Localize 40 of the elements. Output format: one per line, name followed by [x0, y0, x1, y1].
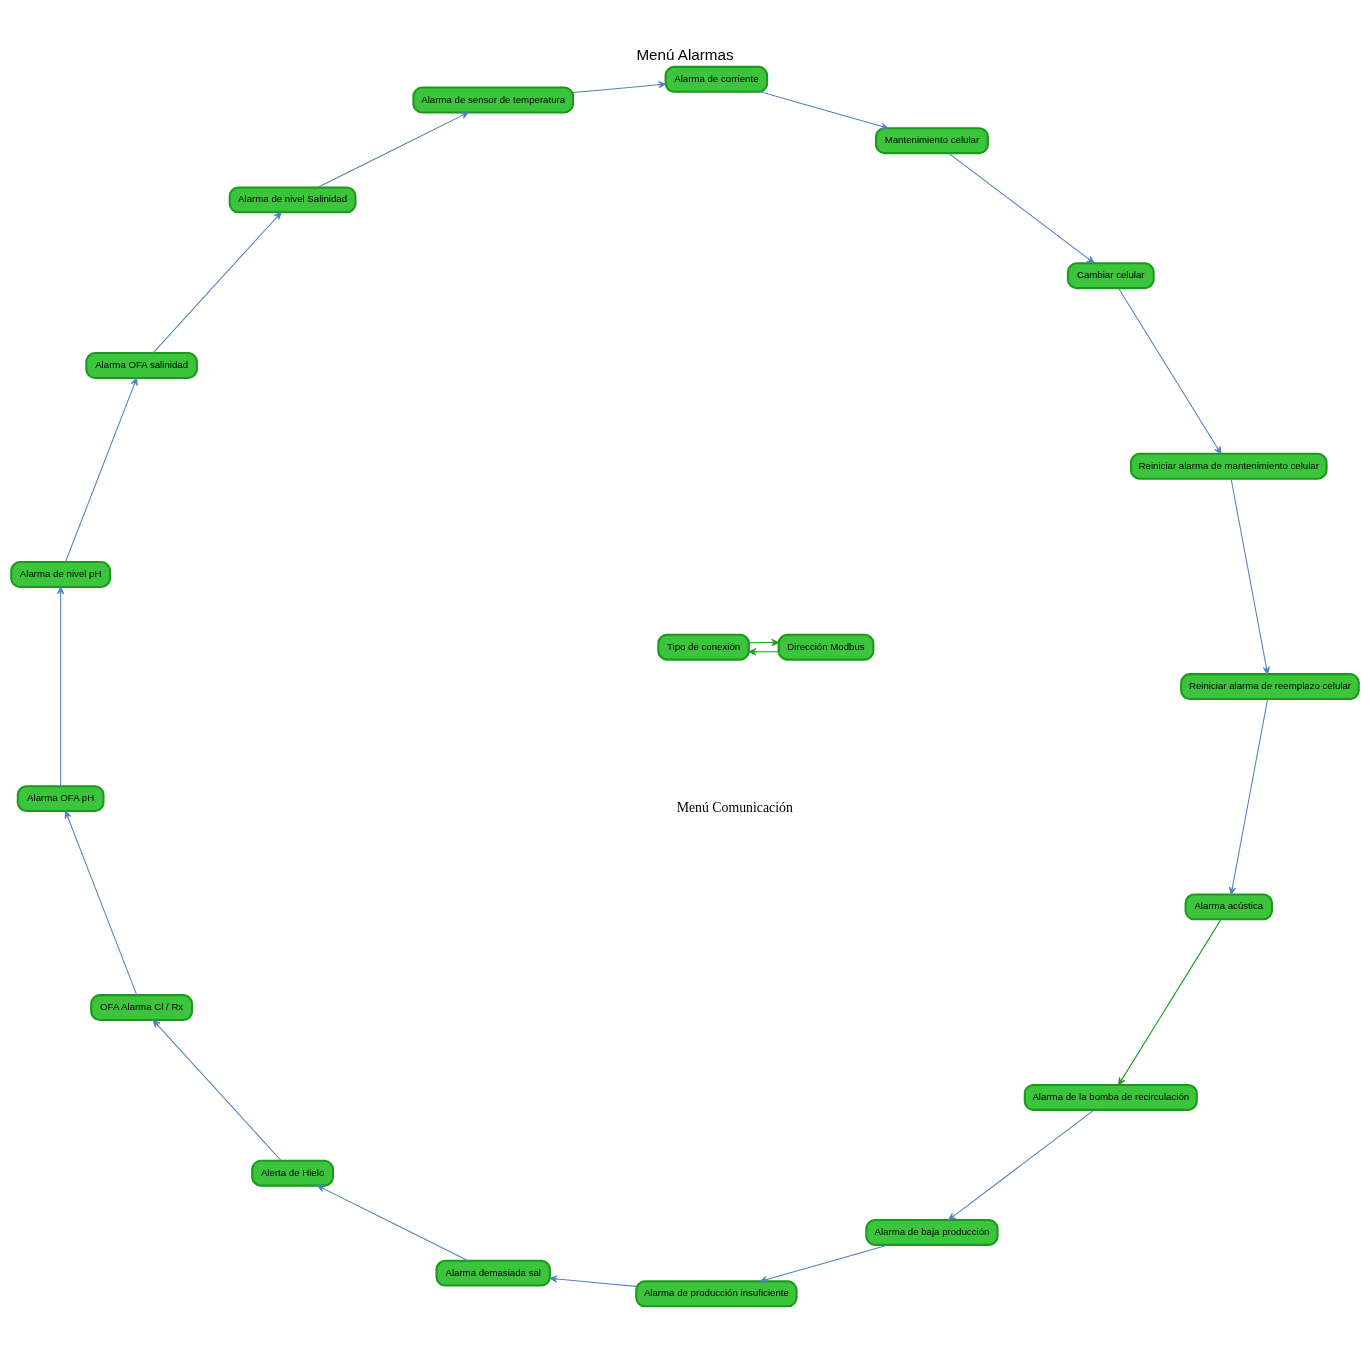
arrow — [759, 91, 889, 130]
arrow — [549, 1275, 637, 1287]
node-box: Mantenimiento celular — [874, 127, 989, 155]
node-box: Reiniciar alarma de mantenimiento celular — [1129, 452, 1328, 480]
arrow — [1228, 698, 1269, 895]
arrow — [748, 638, 780, 647]
node-box: Alerta de Hielo — [251, 1159, 335, 1187]
arrow — [317, 111, 469, 188]
arrow — [1230, 478, 1270, 675]
node-box: Alarma OFA salinidad — [85, 352, 198, 379]
label: Menú Comunicación — [676, 800, 793, 816]
arrow — [64, 810, 138, 996]
node-box: Alarma de la bomba de recirculación — [1023, 1083, 1198, 1111]
diagram-title: Menú Alarmas — [636, 45, 734, 63]
arrow — [152, 211, 282, 354]
node-box: Alarma de producción insuficiente — [635, 1280, 798, 1308]
arrow — [57, 586, 65, 787]
node-box: Alarma de baja producción — [865, 1219, 999, 1246]
arrow — [1118, 287, 1222, 455]
node-box: OFA Alarma Cl / Rx — [90, 994, 194, 1022]
node-box: Alarma demasiada sal — [435, 1259, 551, 1287]
node-box: Alarma de sensor de temperatura — [412, 86, 575, 114]
node-box: Alarma OFA pH — [16, 785, 105, 813]
arrow — [572, 81, 666, 94]
node-box: Cambiar celular — [1066, 262, 1155, 290]
arrow — [64, 377, 138, 563]
node-box: Dirección Modbus — [777, 633, 875, 661]
arrow — [748, 648, 780, 656]
node-box: Alarma de nivel Salinidad — [228, 186, 357, 214]
arrow — [948, 1109, 1095, 1221]
node-box: Alarma de nivel pH — [10, 561, 112, 588]
arrow — [759, 1244, 889, 1283]
arrow — [1118, 918, 1222, 1086]
node-box: Alarma de corriente — [664, 65, 769, 93]
arrow — [317, 1185, 469, 1262]
arrow — [947, 152, 1095, 264]
node-box: Reiniciar alarma de reemplazo celular — [1180, 673, 1360, 701]
node-box: Alarma acústica — [1184, 893, 1273, 921]
arrow — [152, 1019, 282, 1162]
node-box: Tipo de conexión — [657, 633, 750, 661]
